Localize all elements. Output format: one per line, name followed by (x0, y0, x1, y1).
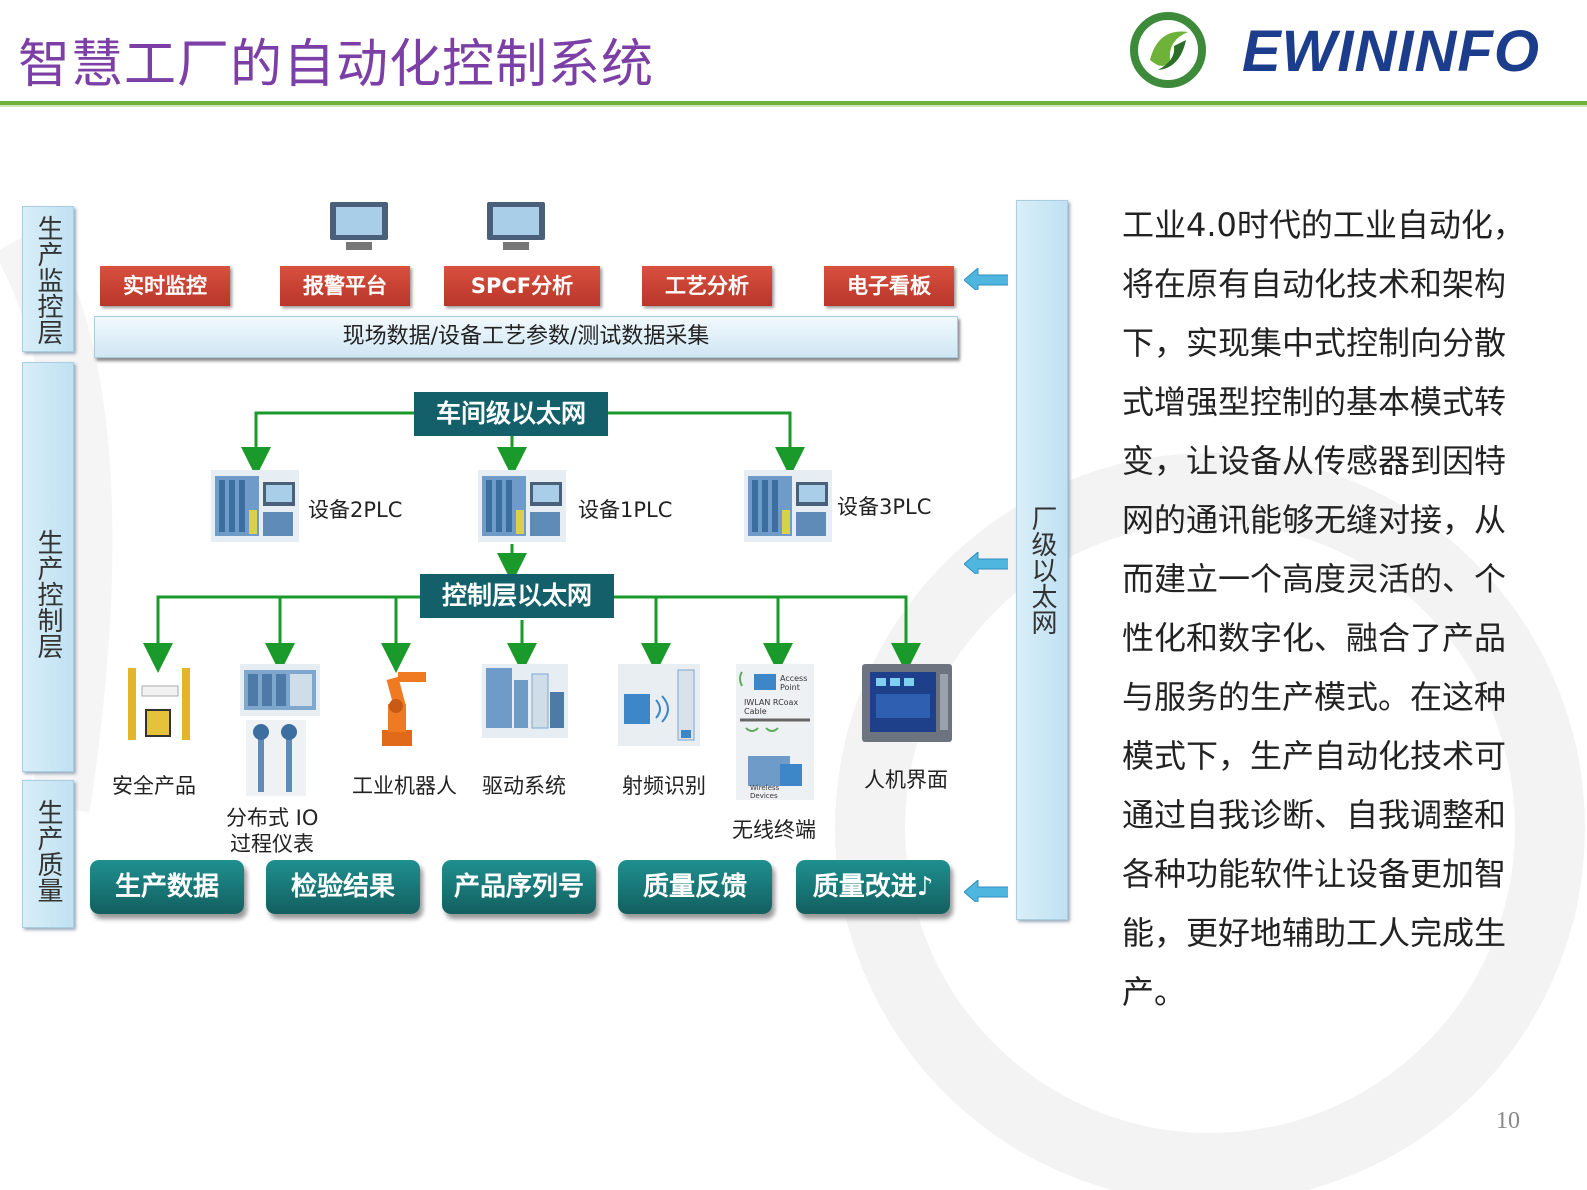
logo-icon (1130, 12, 1206, 88)
device-hmi-label: 人机界面 (864, 768, 948, 792)
wireless-devices-label: Wireless Devices (750, 784, 780, 800)
btn-alarm-platform: 报警平台 (280, 266, 410, 306)
plc-rack-icon (211, 470, 299, 542)
plc-3-label: 设备3PLC (837, 495, 932, 519)
wireless-cable-label: IWLAN RCoax Cable (744, 698, 799, 716)
btn-process-analysis: 工艺分析 (642, 266, 772, 306)
plc-rack-icon (744, 470, 832, 542)
header-divider-shadow (0, 105, 1587, 107)
factory-ethernet-bar: 厂级以太网 (1016, 200, 1068, 920)
btn-production-data: 生产数据 (90, 860, 244, 914)
layer-monitor-label: 生产监控层 (33, 215, 63, 345)
btn-serial-number: 产品序列号 (442, 860, 596, 914)
layer-control-label: 生产控制层 (33, 529, 63, 659)
arrow-control-icon (964, 552, 1008, 574)
layer-quality-bar: 生产质量 (22, 780, 74, 928)
control-ethernet-box: 控制层以太网 (420, 574, 614, 618)
device-wireless-label: 无线终端 (732, 818, 816, 842)
device-robot-label: 工业机器人 (352, 774, 457, 798)
distributed-io-icon (240, 664, 320, 716)
plc-rack-icon (478, 470, 566, 542)
hmi-panel-icon (862, 664, 952, 742)
drive-system-icon (482, 664, 568, 738)
data-collection-bar: 现场数据/设备工艺参数/测试数据采集 (94, 316, 958, 358)
layer-quality-label: 生产质量 (33, 799, 63, 903)
device-process-instrument-label: 过程仪表 (230, 832, 314, 856)
arrow-monitor-icon (964, 268, 1008, 290)
logo-text: EWININFO (1242, 19, 1540, 84)
computer-monitor-icon (487, 202, 545, 250)
device-safety-label: 安全产品 (112, 774, 196, 798)
arrow-quality-icon (964, 880, 1008, 902)
industrial-robot-icon (382, 672, 426, 746)
wireless-terminal-icon (739, 671, 810, 786)
rfid-reader-icon (618, 664, 700, 746)
process-instrument-icon (246, 720, 306, 796)
btn-quality-feedback: 质量反馈 (618, 860, 772, 914)
workshop-ethernet-box: 车间级以太网 (414, 392, 608, 436)
layer-control-bar: 生产控制层 (22, 362, 74, 772)
plc-2-label: 设备2PLC (308, 498, 403, 522)
layer-monitor-bar: 生产监控层 (22, 206, 74, 352)
device-rfid-label: 射频识别 (622, 774, 706, 798)
header-divider (0, 101, 1587, 105)
btn-spcf-analysis: SPCF分析 (444, 266, 600, 306)
btn-inspection-results: 检验结果 (266, 860, 420, 914)
wireless-ap-label: Access Point (780, 674, 808, 692)
btn-realtime-monitor: 实时监控 (100, 266, 230, 306)
computer-monitor-icon (330, 202, 388, 250)
page-title: 智慧工厂的自动化控制系统 (18, 35, 655, 95)
plc-1-label: 设备1PLC (578, 498, 673, 522)
page-number: 10 (1496, 1108, 1520, 1134)
btn-e-kanban: 电子看板 (824, 266, 954, 306)
description-paragraph: 工业4.0时代的工业自动化，将在原有自动化技术和架构下，实现集中式控制向分散式增… (1122, 206, 1525, 1011)
wireless-terminal-panel: Access Point IWLAN RCoax Cable Wireless … (736, 664, 814, 800)
safety-light-curtain-icon (128, 668, 190, 740)
device-drive-label: 驱动系统 (482, 774, 566, 798)
btn-quality-improvement: 质量改进♪ (796, 860, 950, 914)
factory-ethernet-label: 厂级以太网 (1027, 505, 1057, 635)
device-distributed-io-label: 分布式 IO (226, 806, 319, 830)
